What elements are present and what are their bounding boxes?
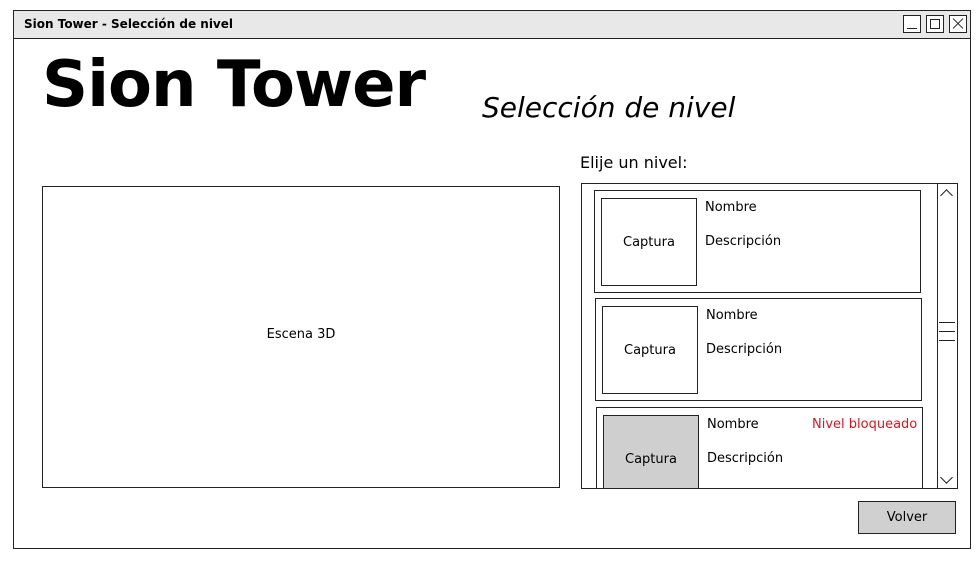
window-title: Sion Tower - Selección de nivel bbox=[24, 17, 234, 31]
maximize-icon[interactable] bbox=[926, 15, 944, 33]
scroll-down-icon[interactable] bbox=[938, 472, 956, 488]
title-bar[interactable]: Sion Tower - Selección de nivel bbox=[14, 11, 970, 39]
screenshot-label: Captura bbox=[624, 343, 676, 358]
scroll-thumb[interactable] bbox=[939, 322, 955, 348]
level-list-scrollbar[interactable] bbox=[937, 184, 957, 488]
level-screenshot: Captura bbox=[603, 415, 699, 488]
level-description: Descripción bbox=[705, 234, 782, 249]
scene-label: Escena 3D bbox=[266, 327, 336, 342]
app-title: Sion Tower bbox=[42, 48, 426, 122]
level-screenshot: Captura bbox=[602, 306, 698, 394]
minimize-icon[interactable] bbox=[903, 15, 921, 33]
scroll-up-icon[interactable] bbox=[938, 184, 956, 200]
level-description: Descripción bbox=[707, 451, 784, 466]
level-name: Nombre bbox=[707, 417, 759, 432]
page-subtitle: Selección de nivel bbox=[482, 91, 736, 124]
level-name: Nombre bbox=[706, 308, 758, 323]
level-item[interactable]: Captura Nombre Descripción bbox=[594, 190, 921, 293]
level-item[interactable]: Captura Nombre Descripción bbox=[595, 298, 922, 401]
screenshot-label: Captura bbox=[623, 235, 675, 250]
app-window: Sion Tower - Selección de nivel Sion Tow… bbox=[13, 10, 971, 549]
level-name: Nombre bbox=[705, 200, 757, 215]
level-item-locked[interactable]: Captura Nombre Nivel bloqueado Descripci… bbox=[596, 407, 923, 488]
scene-3d-viewport[interactable]: Escena 3D bbox=[42, 186, 560, 488]
level-screenshot: Captura bbox=[601, 198, 697, 286]
level-list[interactable]: Captura Nombre Descripción Captura Nombr… bbox=[581, 183, 958, 489]
locked-badge: Nivel bloqueado bbox=[812, 417, 918, 432]
close-icon[interactable] bbox=[949, 15, 967, 33]
screenshot-label: Captura bbox=[625, 452, 677, 467]
level-description: Descripción bbox=[706, 342, 783, 357]
level-prompt: Elije un nivel: bbox=[580, 153, 688, 172]
back-button[interactable]: Volver bbox=[858, 501, 956, 534]
